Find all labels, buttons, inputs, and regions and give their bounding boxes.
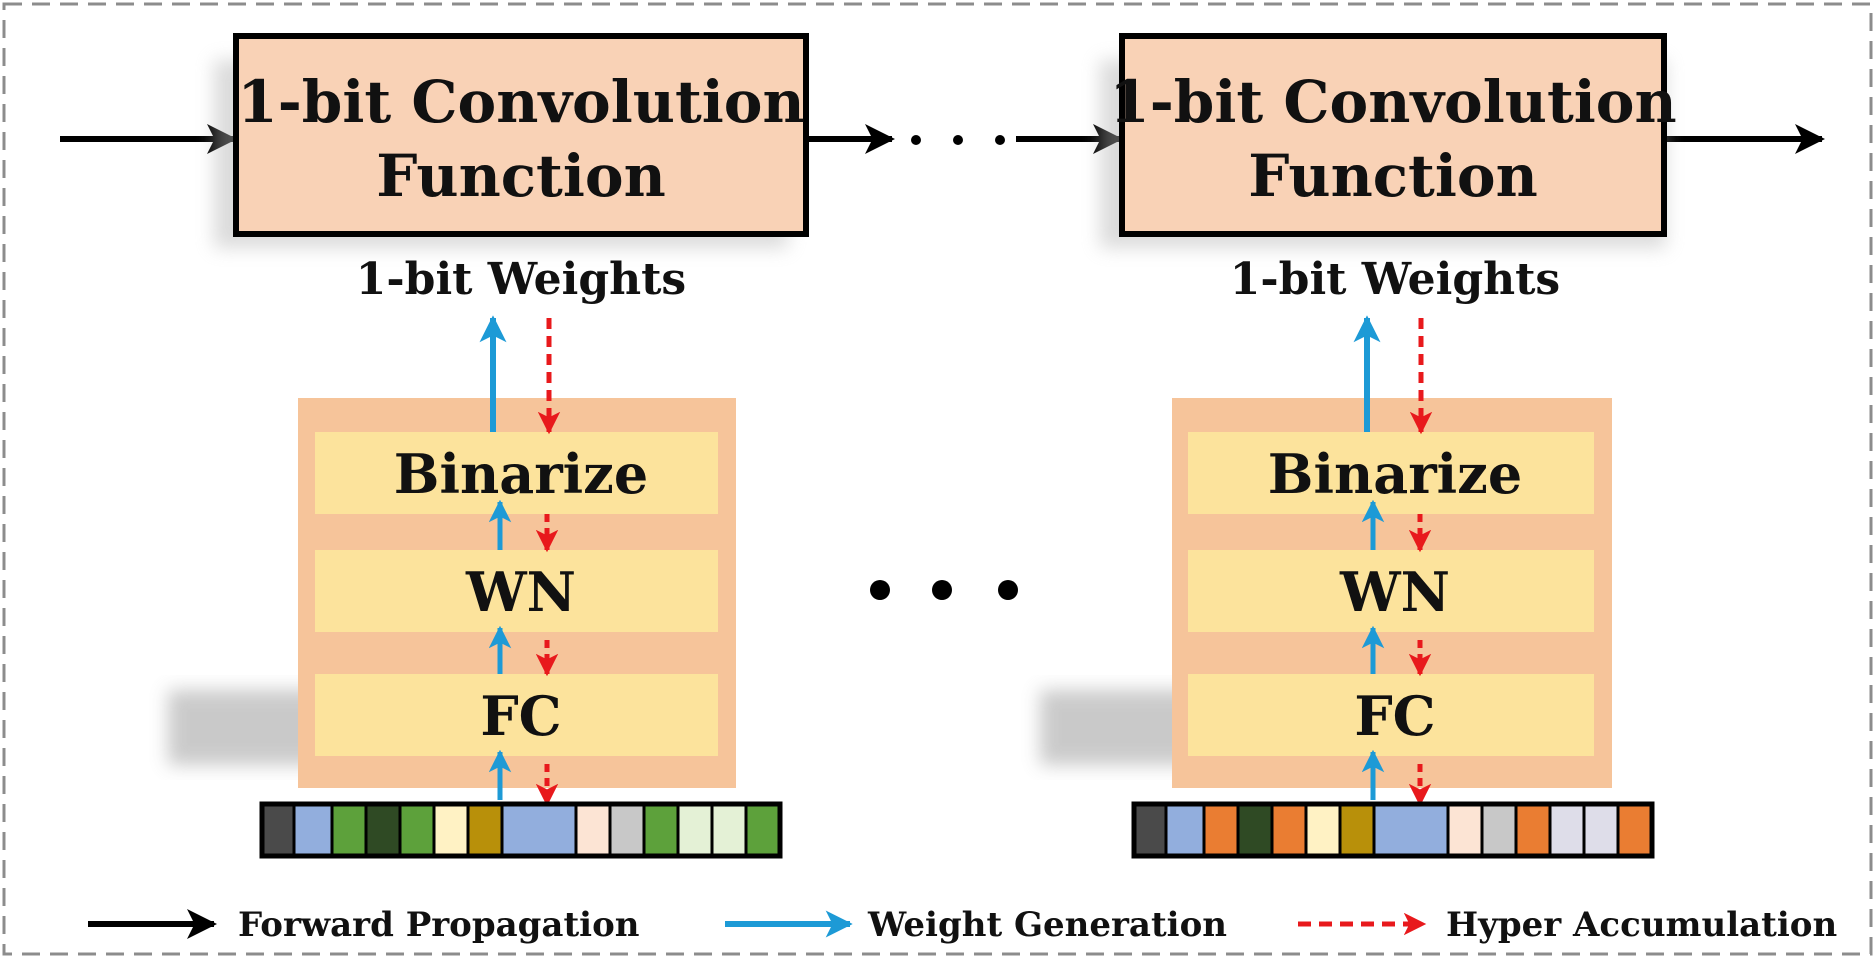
ellipsis-top: [911, 135, 1005, 145]
code-cell: [1236, 802, 1274, 858]
code-cell: [500, 802, 578, 858]
conv-box-2: [1119, 33, 1667, 237]
hyper-module-2: Binarize WN FC: [1040, 315, 1612, 807]
code-cell: [432, 802, 470, 858]
conv-title-line1: 1-bit Convolution: [237, 68, 804, 136]
code-cell: [1132, 802, 1168, 858]
weights-label-1: 1-bit Weights: [356, 254, 686, 305]
code-cell: [1480, 802, 1518, 858]
code-cell: [292, 802, 334, 858]
code-cell: [330, 802, 368, 858]
code-cell: [1446, 802, 1484, 858]
code-cell: [676, 802, 714, 858]
ellipsis-middle: [870, 580, 1018, 600]
code-cell: [260, 802, 296, 858]
code-cell: [608, 802, 646, 858]
code-cell: [398, 802, 436, 858]
conv-title-line1: 1-bit Convolution: [1109, 68, 1676, 136]
code-cell: [1514, 802, 1552, 858]
code-cell: [710, 802, 748, 858]
code-cell: [1616, 802, 1654, 858]
layer-label-binarize: Binarize: [394, 442, 648, 506]
layer-wn: [315, 550, 718, 632]
layer-fc: [1188, 674, 1594, 756]
layer-binarize: [315, 432, 718, 514]
code-cell: [1164, 802, 1206, 858]
code-cell: [1270, 802, 1308, 858]
code-cell: [1338, 802, 1376, 858]
conv-title-line2: Function: [376, 142, 666, 210]
code-cell: [1304, 802, 1342, 858]
hyper-module-1: Binarize WN FC: [168, 315, 736, 807]
layer-wn: [1188, 550, 1594, 632]
layer-label-fc: FC: [480, 684, 561, 748]
latent-code-strip-1: [259, 801, 783, 859]
layer-fc: [315, 674, 718, 756]
conv-block-2: 1-bit Convolution Function: [1100, 33, 1677, 248]
conv-box-1: [233, 33, 809, 237]
code-cell: [574, 802, 612, 858]
conv-block-1: 1-bit Convolution Function: [214, 33, 809, 248]
code-cell: [1582, 802, 1620, 858]
layer-label-wn: WN: [465, 560, 576, 624]
code-cell: [744, 802, 782, 858]
layer-label-binarize: Binarize: [1268, 442, 1522, 506]
code-strip-outline: [1131, 801, 1655, 859]
weights-label-2: 1-bit Weights: [1230, 254, 1560, 305]
code-cell: [364, 802, 402, 858]
code-cell: [1372, 802, 1450, 858]
layer-binarize: [1188, 432, 1594, 514]
latent-code-strip-2: [1131, 801, 1655, 859]
legend-hyper-acc-label: Hyper Accumulation: [1446, 905, 1837, 945]
code-cell: [642, 802, 680, 858]
legend-weight-gen-label: Weight Generation: [867, 905, 1227, 945]
layer-label-fc: FC: [1354, 684, 1435, 748]
code-cell: [1202, 802, 1240, 858]
code-cell: [466, 802, 504, 858]
legend-forward-label: Forward Propagation: [238, 905, 639, 945]
conv-title-line2: Function: [1248, 142, 1538, 210]
code-strip-outline: [259, 801, 783, 859]
layer-label-wn: WN: [1339, 560, 1450, 624]
code-cell: [1548, 802, 1586, 858]
legend: Forward Propagation Weight Generation Hy…: [88, 905, 1837, 945]
